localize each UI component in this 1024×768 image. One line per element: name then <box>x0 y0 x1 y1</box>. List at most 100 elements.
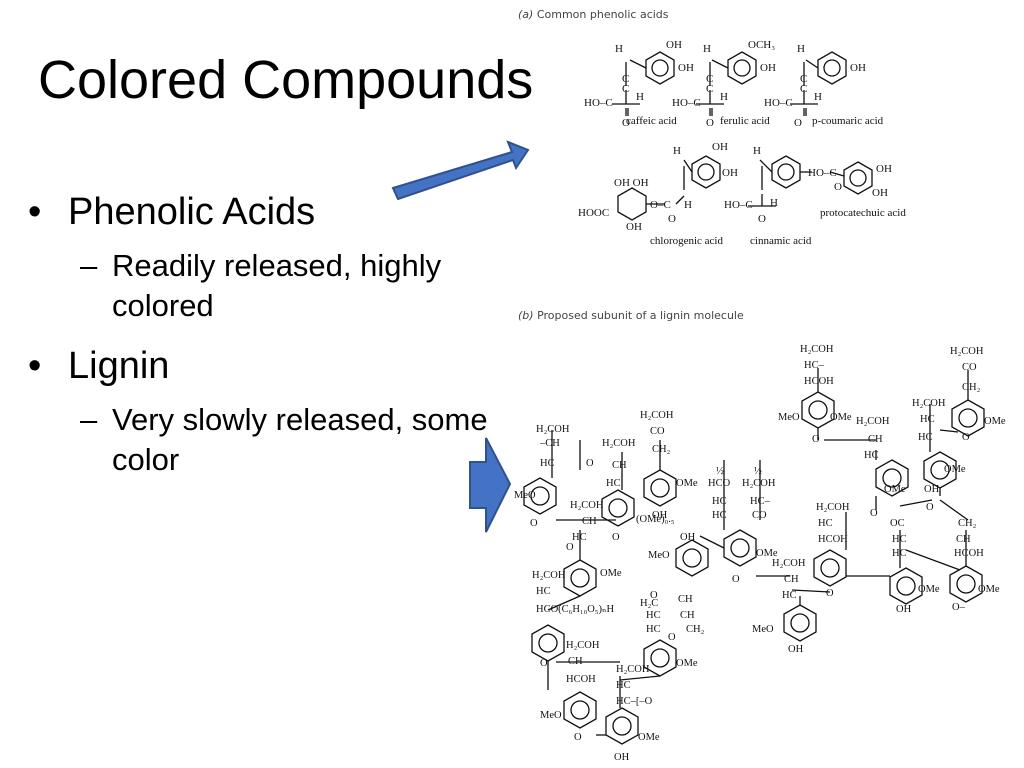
svg-text:HC: HC <box>920 414 935 425</box>
sub-bullet-phenolic: – Readily released, highly colored <box>80 246 498 327</box>
protocatechuic-acid-label: protocatechuic acid <box>820 207 906 219</box>
lignin-structure <box>523 368 985 745</box>
svg-text:OH: OH <box>666 39 682 51</box>
svg-text:HC: HC <box>540 458 555 469</box>
svg-text:H₂COH: H₂COH <box>570 500 604 511</box>
svg-text:HO–C: HO–C <box>764 97 793 109</box>
svg-text:HC–[–O: HC–[–O <box>616 696 653 707</box>
svg-text:MeO: MeO <box>540 710 562 721</box>
svg-text:HC–: HC– <box>804 360 825 371</box>
figure-a-label: (a) <box>518 8 534 21</box>
svg-text:HCOH: HCOH <box>566 674 596 685</box>
svg-text:O: O <box>826 588 834 599</box>
ferulic-acid-label: ferulic acid <box>720 115 770 127</box>
svg-text:OMe: OMe <box>676 658 698 669</box>
svg-text:OH: OH <box>924 484 940 495</box>
sub-bullet-lignin: – Very slowly released, some color <box>80 400 498 481</box>
svg-text:CH₂: CH₂ <box>962 382 981 393</box>
svg-text:HC: HC <box>712 510 727 521</box>
svg-text:O: O <box>794 117 802 129</box>
svg-text:MeO: MeO <box>514 490 536 501</box>
svg-text:CH: CH <box>868 434 883 445</box>
svg-text:½: ½ <box>754 466 762 477</box>
svg-text:H: H <box>814 91 822 103</box>
svg-text:OH: OH <box>678 62 694 74</box>
svg-text:HC: HC <box>892 534 907 545</box>
bullet-text: Phenolic Acids <box>68 191 316 233</box>
svg-text:HO–C: HO–C <box>584 97 613 109</box>
svg-text:H: H <box>673 145 681 157</box>
svg-text:OH: OH <box>760 62 776 74</box>
svg-text:H₂COH: H₂COH <box>640 410 674 421</box>
phenolic-acid-structures <box>612 51 873 221</box>
svg-text:CH: CH <box>568 656 583 667</box>
svg-text:O: O <box>668 632 676 643</box>
slide-title: Colored Compounds <box>38 50 534 110</box>
svg-text:CH₂: CH₂ <box>686 624 705 635</box>
svg-text:½: ½ <box>716 466 724 477</box>
svg-text:O: O <box>732 574 740 585</box>
svg-text:HC: HC <box>646 624 661 635</box>
svg-text:H: H <box>797 43 805 55</box>
svg-text:CO: CO <box>962 362 977 373</box>
svg-text:CH: CH <box>680 610 695 621</box>
svg-text:OCH₃: OCH₃ <box>748 39 775 51</box>
bullet-phenolic-acids: • Phenolic Acids <box>28 190 498 236</box>
svg-text:H₂COH: H₂COH <box>772 558 806 569</box>
svg-text:HO–C: HO–C <box>724 199 753 211</box>
svg-text:CH₂: CH₂ <box>652 444 671 455</box>
bullet-text: Lignin <box>68 345 170 388</box>
svg-text:HCOH: HCOH <box>804 376 834 387</box>
sub-bullet-text: Readily released, highly colored <box>112 247 442 323</box>
svg-text:O: O <box>870 508 878 519</box>
arrow-to-lignin <box>469 437 512 533</box>
svg-text:OH: OH <box>722 167 738 179</box>
svg-text:CH: CH <box>612 460 627 471</box>
caffeic-acid-label: caffeic acid <box>626 115 677 127</box>
svg-text:CO: CO <box>650 426 665 437</box>
svg-text:H₂COH: H₂COH <box>602 438 636 449</box>
figure-b-caption: (b) Proposed subunit of a lignin molecul… <box>518 309 744 322</box>
svg-text:H₂COH: H₂COH <box>856 416 890 427</box>
svg-text:O–: O– <box>952 602 966 613</box>
svg-text:HC: HC <box>818 518 833 529</box>
svg-text:CH: CH <box>582 516 597 527</box>
svg-text:O: O <box>586 458 594 469</box>
svg-text:C: C <box>622 83 629 95</box>
svg-text:O: O <box>566 542 574 553</box>
svg-text:OH: OH <box>614 752 630 763</box>
svg-text:OH: OH <box>876 163 892 175</box>
svg-text:OMe: OMe <box>918 584 940 595</box>
svg-text:C: C <box>800 83 807 95</box>
svg-text:H: H <box>703 43 711 55</box>
cinnamic-acid-label: cinnamic acid <box>750 235 812 247</box>
svg-text:OH: OH <box>896 604 912 615</box>
svg-text:HC–: HC– <box>750 496 771 507</box>
svg-text:MeO: MeO <box>752 624 774 635</box>
svg-text:OMe: OMe <box>756 548 778 559</box>
svg-text:HC: HC <box>616 680 631 691</box>
svg-text:H₂COH: H₂COH <box>742 478 776 489</box>
svg-text:HOOC: HOOC <box>578 207 609 219</box>
svg-text:H: H <box>636 91 644 103</box>
svg-text:H₂C: H₂C <box>640 598 658 609</box>
svg-text:CO: CO <box>752 510 767 521</box>
svg-text:O: O <box>650 590 658 601</box>
svg-text:–CH: –CH <box>539 438 560 449</box>
svg-text:OMe: OMe <box>830 412 852 423</box>
svg-text:H₂COH: H₂COH <box>950 346 984 357</box>
svg-text:MeO: MeO <box>778 412 800 423</box>
svg-text:O: O <box>668 213 676 225</box>
svg-text:OH: OH <box>680 532 696 543</box>
svg-text:HCO: HCO <box>708 478 731 489</box>
svg-text:OMe: OMe <box>600 568 622 579</box>
svg-text:OH: OH <box>872 187 888 199</box>
svg-text:HO–C: HO–C <box>672 97 701 109</box>
svg-text:O: O <box>612 532 620 543</box>
svg-text:O: O <box>530 518 538 529</box>
svg-text:H: H <box>753 145 761 157</box>
svg-text:O–C: O–C <box>650 199 671 211</box>
svg-text:MeO: MeO <box>648 550 670 561</box>
svg-text:HC: HC <box>572 532 587 543</box>
